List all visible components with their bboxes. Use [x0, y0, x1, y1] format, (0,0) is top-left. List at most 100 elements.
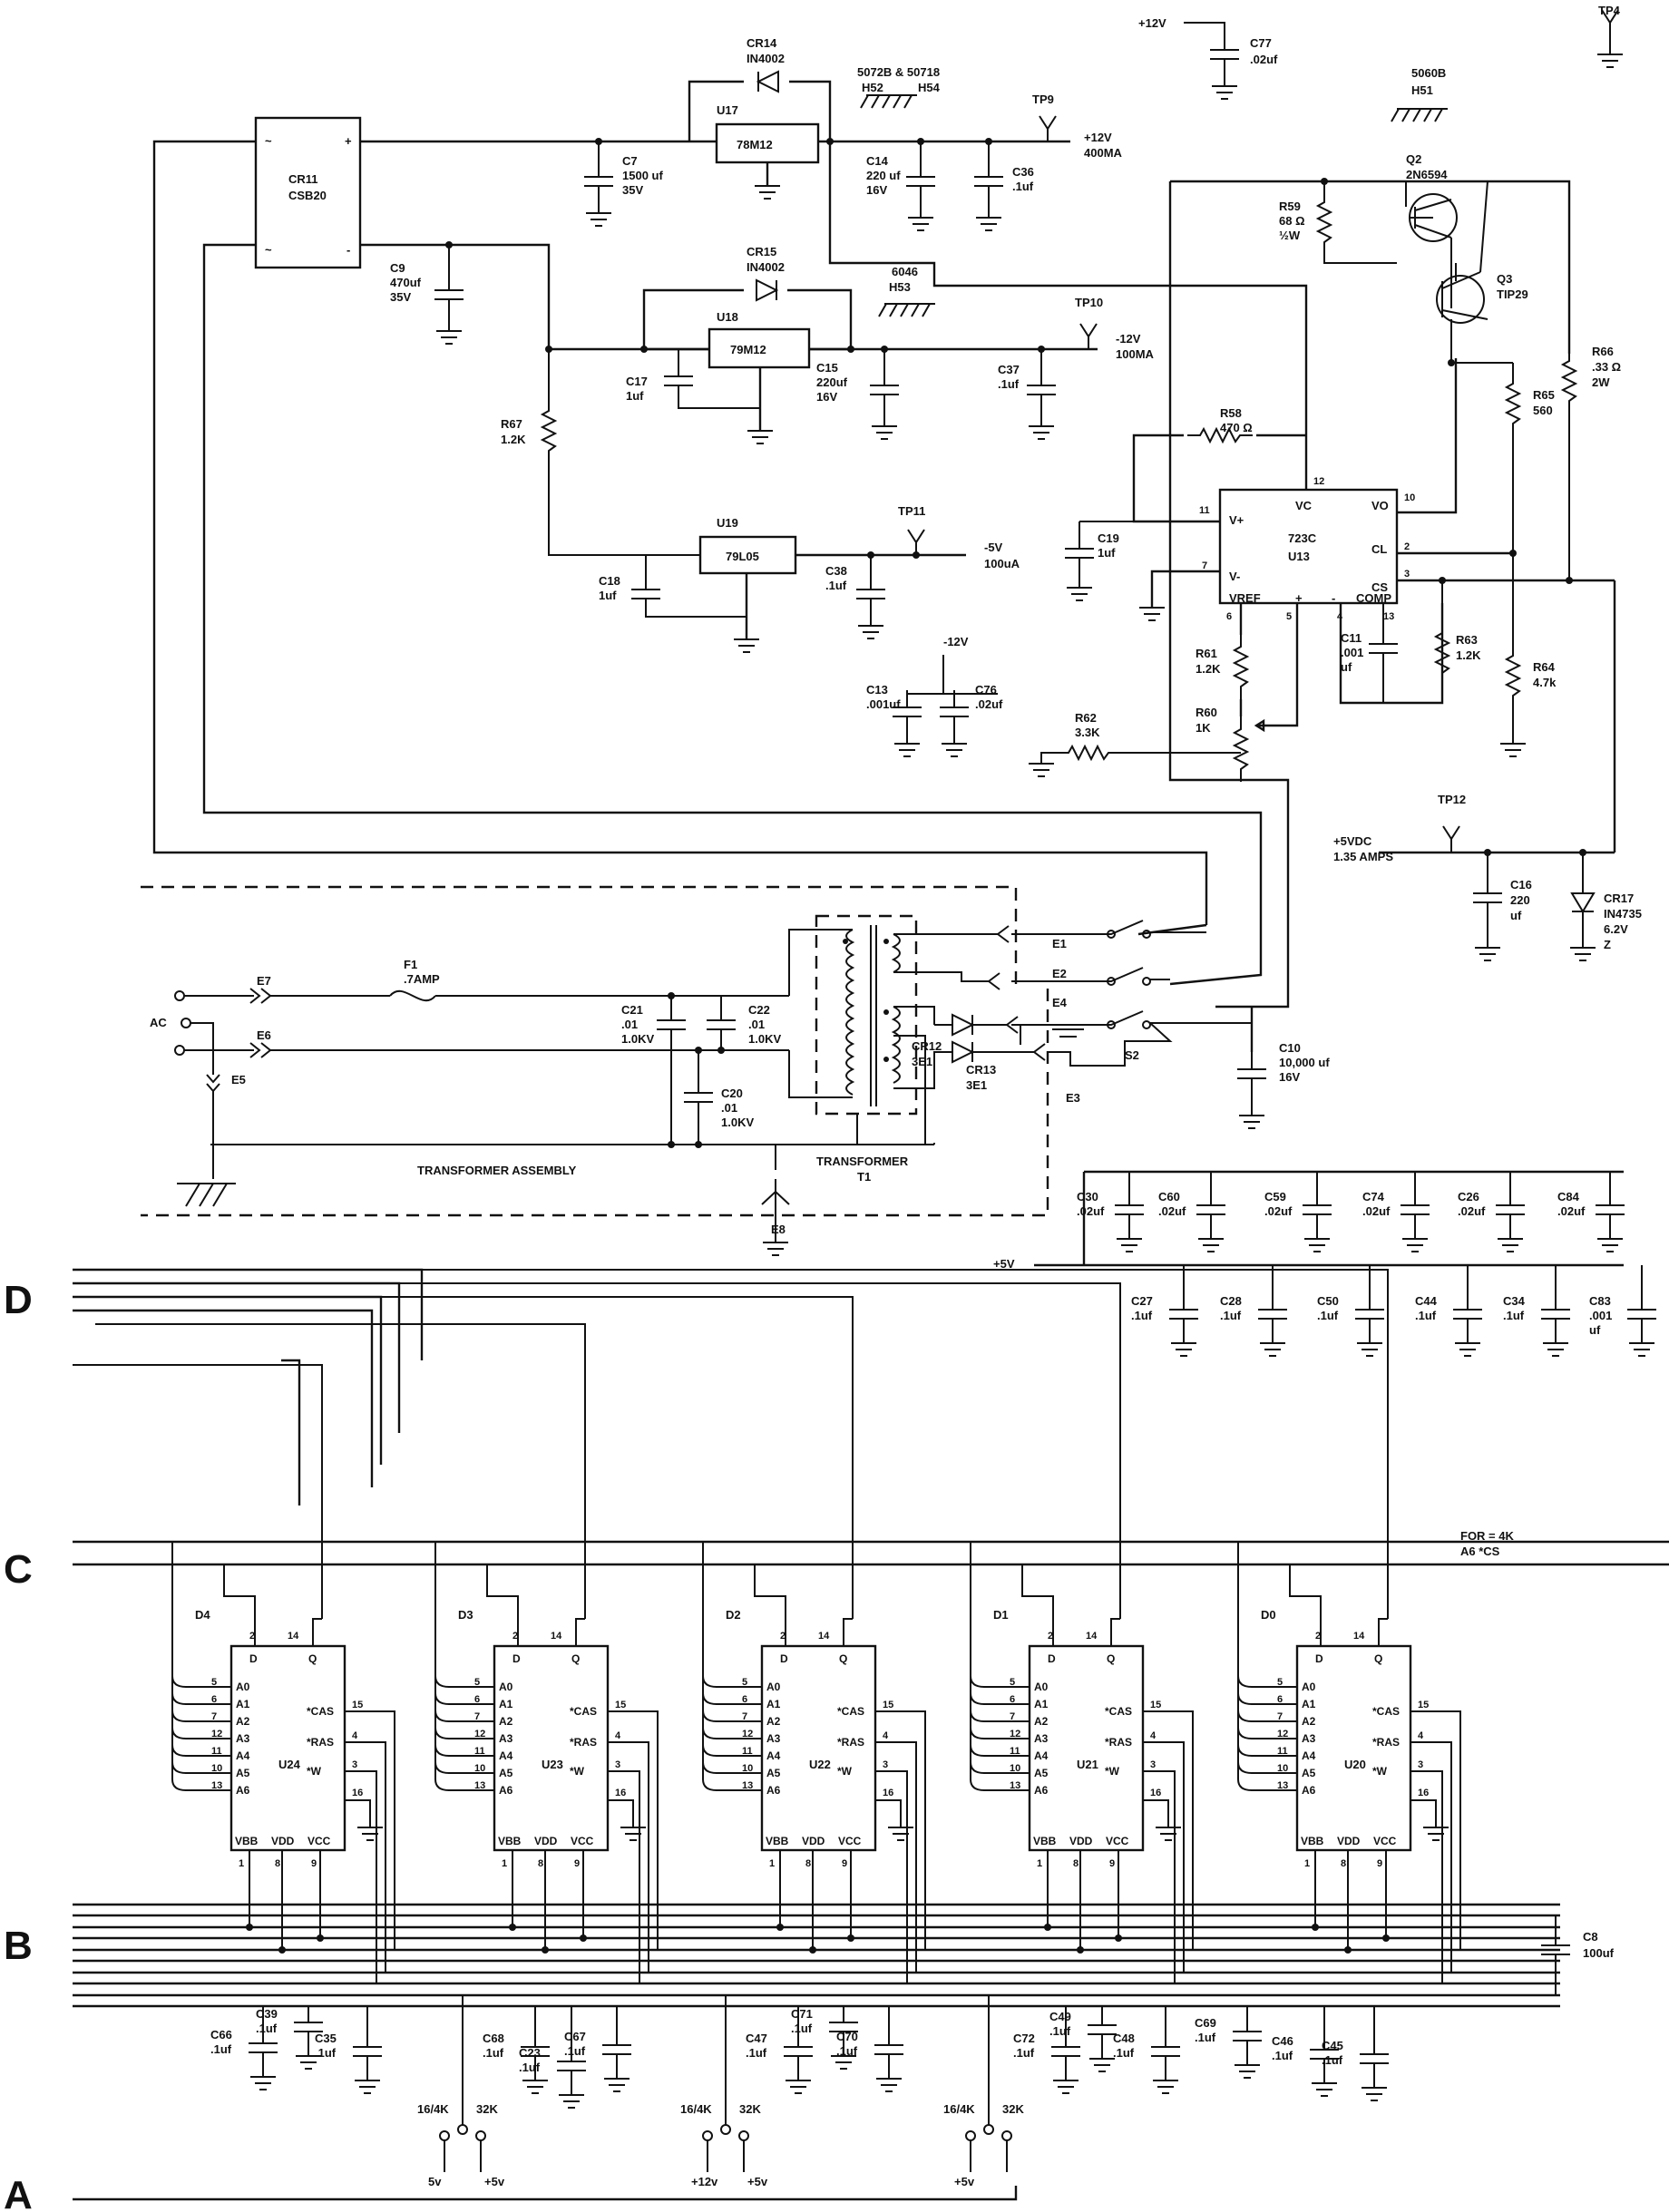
svg-text:3: 3 [615, 1759, 620, 1770]
svg-text:C37: C37 [998, 363, 1020, 376]
svg-text:1uf: 1uf [1098, 546, 1116, 560]
svg-text:CR17: CR17 [1604, 892, 1634, 905]
cap-c68: C68.1uf [483, 2029, 551, 2094]
svg-text:.001: .001 [1589, 1309, 1612, 1322]
cap-c49: C49.1uf [1049, 2007, 1118, 2072]
neg12-label: -12V [943, 635, 969, 648]
svg-text:.1uf: .1uf [836, 2044, 858, 2058]
svg-text:13: 13 [1010, 1780, 1020, 1791]
svg-text:A1: A1 [766, 1698, 781, 1710]
svg-text:VBB: VBB [498, 1835, 522, 1847]
svg-text:VCC: VCC [571, 1835, 594, 1847]
svg-text:C26: C26 [1458, 1190, 1479, 1203]
cap-c20: C20.011.0KV [721, 1087, 754, 1129]
svg-text:D: D [1048, 1652, 1056, 1665]
svg-text:1: 1 [1304, 1858, 1310, 1869]
svg-text:6: 6 [211, 1694, 217, 1705]
svg-text:A: A [4, 2173, 33, 2212]
svg-text:5: 5 [1010, 1677, 1015, 1688]
svg-text:11: 11 [1010, 1746, 1020, 1757]
svg-text:9: 9 [1377, 1858, 1382, 1869]
svg-text:14: 14 [288, 1631, 299, 1642]
svg-text:C30: C30 [1077, 1190, 1098, 1203]
svg-text:C13: C13 [866, 683, 888, 697]
svg-text:32K: 32K [476, 2102, 498, 2116]
svg-text:.02uf: .02uf [1557, 1204, 1586, 1218]
svg-text:C69: C69 [1195, 2016, 1216, 2030]
svg-text:U13: U13 [1288, 550, 1310, 563]
svg-text:A2: A2 [1034, 1715, 1049, 1728]
svg-text:VC: VC [1295, 499, 1313, 512]
svg-text:1uf: 1uf [626, 389, 644, 403]
svg-text:*W: *W [307, 1765, 322, 1778]
resistor-r66: R66.33 Ω2W [1592, 345, 1621, 389]
svg-text:A1: A1 [1302, 1698, 1316, 1710]
svg-text:A6: A6 [236, 1784, 250, 1797]
svg-text:10: 10 [742, 1763, 753, 1774]
svg-text:A0: A0 [1302, 1681, 1316, 1693]
svg-text:C59: C59 [1264, 1190, 1286, 1203]
svg-text:C77: C77 [1250, 36, 1272, 50]
fuse-f1: F1.7AMP [389, 958, 440, 1002]
svg-text:VCC: VCC [307, 1835, 331, 1847]
svg-text:E8: E8 [771, 1223, 786, 1236]
svg-text:12: 12 [1277, 1729, 1288, 1739]
svg-text:E3: E3 [1066, 1091, 1080, 1105]
cap-c39: C39.1uf [256, 2004, 324, 2070]
svg-text:10,000 uf: 10,000 uf [1279, 1056, 1330, 1069]
transformer-assembly-label: TRANSFORMER ASSEMBLY [417, 1164, 577, 1177]
svg-text:9: 9 [1109, 1858, 1115, 1869]
svg-text:14: 14 [1086, 1631, 1098, 1642]
svg-text:TP12: TP12 [1438, 793, 1466, 806]
svg-text:6: 6 [1277, 1694, 1283, 1705]
svg-text:9: 9 [574, 1858, 580, 1869]
svg-text:A4: A4 [1302, 1749, 1316, 1762]
svg-text:A4: A4 [499, 1749, 513, 1762]
svg-text:U23: U23 [542, 1758, 563, 1771]
svg-text:VBB: VBB [766, 1835, 789, 1847]
svg-text:VDD: VDD [1337, 1835, 1361, 1847]
cap-c50: C50.1uf [1317, 1291, 1385, 1357]
svg-text:H53: H53 [889, 280, 911, 294]
switch-s2: E1 E2 E4 E3 S2 [1011, 920, 1252, 1105]
svg-text:+: + [345, 134, 352, 148]
decoupling-grid: +5V [993, 1170, 1624, 1271]
cap-c70: C70.1uf [836, 2027, 904, 2092]
svg-text:3E1: 3E1 [912, 1055, 932, 1068]
cap-c45: C45.1uf [1322, 2036, 1390, 2101]
svg-text:*RAS: *RAS [307, 1736, 334, 1749]
svg-text:C83: C83 [1589, 1294, 1611, 1308]
svg-text:2N6594: 2N6594 [1406, 168, 1448, 181]
svg-text:8: 8 [275, 1858, 280, 1869]
svg-text:16/4K: 16/4K [680, 2102, 712, 2116]
cap-c67: C67.1uf [564, 2027, 632, 2092]
svg-text:A0: A0 [236, 1681, 250, 1693]
svg-text:3: 3 [352, 1759, 357, 1770]
cap-c22: C22.011.0KV [748, 1003, 781, 1046]
svg-text:R60: R60 [1196, 706, 1217, 719]
svg-text:13: 13 [211, 1780, 222, 1791]
svg-text:+5V: +5V [993, 1257, 1015, 1271]
svg-text:*W: *W [570, 1765, 585, 1778]
svg-text:1: 1 [239, 1858, 244, 1869]
svg-text:5v: 5v [428, 2175, 442, 2188]
svg-text:C18: C18 [599, 574, 620, 588]
svg-text:R63: R63 [1456, 633, 1478, 647]
svg-text:E4: E4 [1052, 996, 1068, 1009]
svg-text:A1: A1 [1034, 1698, 1049, 1710]
cap-c30: C30.02uf [1077, 1187, 1145, 1252]
svg-text:16V: 16V [1279, 1070, 1300, 1084]
svg-text:C16: C16 [1510, 878, 1532, 892]
svg-text:VDD: VDD [534, 1835, 558, 1847]
svg-text:15: 15 [1150, 1700, 1161, 1710]
svg-text:A6: A6 [499, 1784, 513, 1797]
svg-text:CR15: CR15 [747, 245, 776, 258]
